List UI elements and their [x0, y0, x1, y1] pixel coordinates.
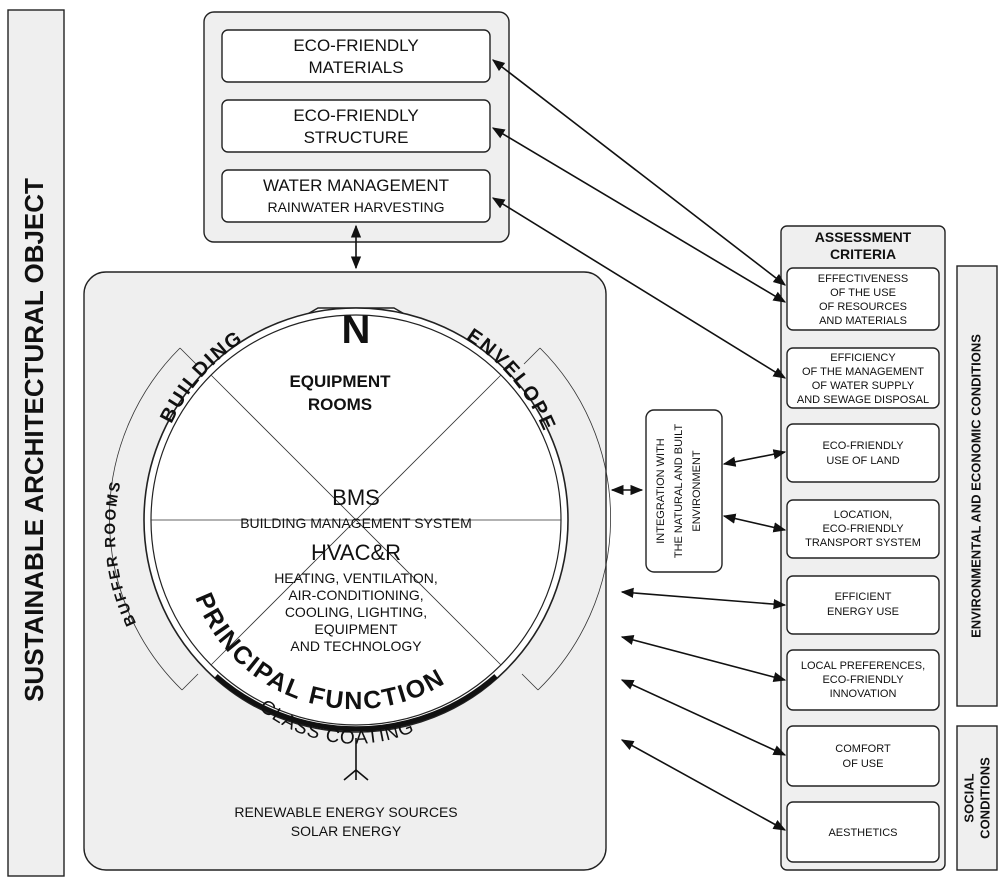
criterion-innovation: [786, 649, 940, 711]
social-label-2: CONDITIONS: [977, 757, 992, 839]
hvac-line5: AND TECHNOLOGY: [290, 638, 422, 654]
criterion-energy: [786, 575, 940, 635]
hvac-line4: EQUIPMENT: [314, 621, 398, 637]
criterion-water: [786, 347, 940, 409]
hvac-line1: HEATING, VENTILATION,: [274, 570, 438, 586]
criterion-transport: [786, 499, 940, 559]
bms-subtitle: BUILDING MANAGEMENT SYSTEM: [240, 515, 472, 531]
buffer-arc-right: [537, 347, 612, 691]
svg-text:INNOVATION: INNOVATION: [830, 688, 897, 700]
svg-text:COMFORT: COMFORT: [835, 743, 891, 755]
left-panel: SUSTAINABLE ARCHITECTURAL OBJECT: [7, 9, 65, 877]
water-line2: RAINWATER HARVESTING: [267, 199, 444, 215]
svg-text:LOCAL PREFERENCES,: LOCAL PREFERENCES,: [801, 660, 925, 672]
renewable-line2: SOLAR ENERGY: [291, 823, 402, 839]
env-conditions-label: ENVIRONMENTAL AND ECONOMIC CONDITIONS: [968, 334, 983, 638]
assessment-header-line2: CRITERIA: [830, 246, 896, 262]
svg-text:AND SEWAGE DISPOSAL: AND SEWAGE DISPOSAL: [797, 394, 929, 406]
north-letter: N: [342, 308, 371, 352]
structure-line1: ECO-FRIENDLY: [293, 106, 418, 125]
svg-text:EFFICIENCY: EFFICIENCY: [830, 352, 896, 364]
left-panel-title: SUSTAINABLE ARCHITECTURAL OBJECT: [19, 178, 49, 702]
hvac-line2: AIR-CONDITIONING,: [288, 587, 423, 603]
equipment-line2: ROOMS: [308, 395, 372, 414]
svg-text:OF THE MANAGEMENT: OF THE MANAGEMENT: [802, 366, 924, 378]
svg-text:USE OF LAND: USE OF LAND: [826, 455, 899, 467]
social-conditions-panel: SOCIAL CONDITIONS: [956, 725, 998, 871]
svg-text:OF RESOURCES: OF RESOURCES: [819, 301, 907, 313]
glass-coating-arc: [214, 674, 498, 732]
water-box: [221, 169, 491, 223]
criterion-land: [786, 423, 940, 483]
buffer-arc-left: [108, 347, 183, 691]
svg-text:ENERGY USE: ENERGY USE: [827, 606, 899, 618]
criterion-comfort: [786, 725, 940, 787]
env-conditions-panel: ENVIRONMENTAL AND ECONOMIC CONDITIONS: [956, 265, 998, 707]
building-panel: N BUILDING ENVELOPE BUFFER ROOMS PRINCIP…: [83, 271, 612, 871]
integration-line3: ENVIRONMENT: [691, 450, 703, 532]
assessment-header-line1: ASSESSMENT: [815, 229, 912, 245]
structure-box: [221, 99, 491, 153]
renewable-line1: RENEWABLE ENERGY SOURCES: [234, 804, 457, 820]
criteria-arrows: [491, 59, 787, 831]
social-label-1: SOCIAL: [961, 773, 976, 822]
svg-text:OF USE: OF USE: [843, 758, 884, 770]
integration-box: INTEGRATION WITH THE NATURAL AND BUILT E…: [645, 409, 723, 573]
assessment-panel: ASSESSMENT CRITERIA EFFECTIVENESS OF THE…: [780, 225, 946, 871]
integration-line2: THE NATURAL AND BUILT: [673, 424, 685, 559]
top-group: ECO-FRIENDLY MATERIALS ECO-FRIENDLY STRU…: [203, 11, 510, 243]
integration-line1: INTEGRATION WITH: [655, 438, 667, 544]
materials-line1: ECO-FRIENDLY: [293, 36, 418, 55]
svg-text:OF THE USE: OF THE USE: [830, 287, 896, 299]
left-panel-frame: [7, 9, 65, 877]
hvac-line3: COOLING, LIGHTING,: [285, 604, 427, 620]
svg-text:OF WATER SUPPLY: OF WATER SUPPLY: [812, 380, 915, 392]
svg-text:ECO-FRIENDLY: ECO-FRIENDLY: [822, 674, 904, 686]
structure-line2: STRUCTURE: [304, 128, 409, 147]
svg-text:AND MATERIALS: AND MATERIALS: [819, 315, 907, 327]
svg-text:EFFECTIVENESS: EFFECTIVENESS: [818, 273, 908, 285]
materials-line2: MATERIALS: [308, 58, 403, 77]
criterion-resources: [786, 267, 940, 331]
bms-title: BMS: [332, 485, 380, 510]
criterion-aesthetics: [786, 801, 940, 863]
svg-text:AESTHETICS: AESTHETICS: [828, 827, 897, 839]
svg-text:EFFICIENT: EFFICIENT: [835, 591, 892, 603]
equipment-line1: EQUIPMENT: [289, 372, 391, 391]
svg-text:ECO-FRIENDLY: ECO-FRIENDLY: [822, 523, 904, 535]
materials-box: [221, 29, 491, 83]
hvac-title: HVAC&R: [311, 540, 401, 565]
svg-text:ECO-FRIENDLY: ECO-FRIENDLY: [822, 440, 904, 452]
svg-text:TRANSPORT SYSTEM: TRANSPORT SYSTEM: [805, 537, 921, 549]
water-line1: WATER MANAGEMENT: [263, 176, 449, 195]
svg-text:LOCATION,: LOCATION,: [834, 509, 892, 521]
